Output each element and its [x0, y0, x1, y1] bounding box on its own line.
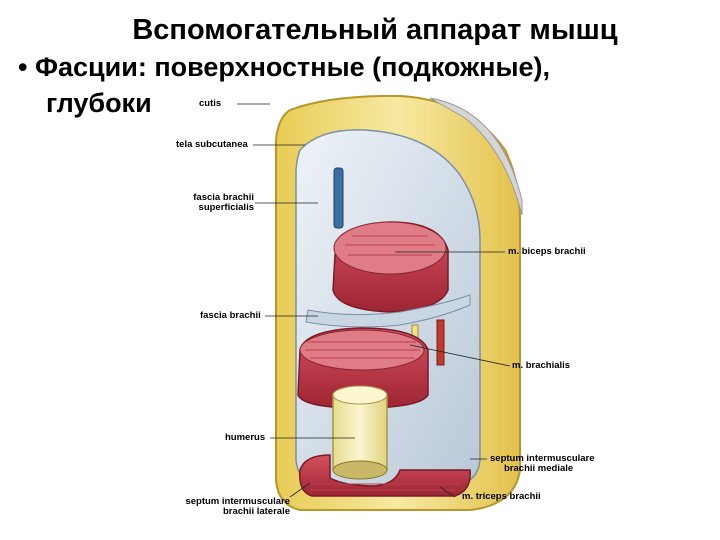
- label-fascia-brachii: fascia brachii: [200, 310, 261, 321]
- bullet-marker: •: [18, 52, 28, 82]
- label-tela-subcutanea: tela subcutanea: [176, 139, 248, 150]
- label-cutis: cutis: [199, 98, 222, 109]
- brachialis-muscle: [297, 327, 429, 409]
- superficial-vessel: [333, 167, 344, 229]
- bullet-text-line2: глубоки: [46, 88, 152, 118]
- skin-surface: [429, 97, 523, 216]
- slide-title: Вспомогательный аппарат мышц: [132, 14, 618, 46]
- vessel-red: [436, 319, 445, 366]
- label-fascia-superficialis-1: fascia brachii: [193, 192, 254, 203]
- leader-lines: [237, 103, 511, 498]
- humerus-bone: [332, 385, 388, 480]
- label-septum-laterale-2: brachii laterale: [222, 506, 290, 517]
- label-triceps: m. triceps brachii: [462, 491, 541, 502]
- label-biceps: m. biceps brachii: [508, 246, 586, 257]
- label-brachialis: m. brachialis: [512, 360, 571, 371]
- label-humerus: humerus: [225, 432, 266, 443]
- label-septum-mediale-2: brachii mediale: [504, 463, 574, 474]
- label-fascia-superficialis-2: superficialis: [198, 202, 254, 213]
- bullet-line: • Фасции: поверхностные (подкожные),: [18, 52, 550, 83]
- triceps-muscle: [299, 454, 471, 497]
- bullet-term: Фасции:: [34, 52, 147, 82]
- bullet-text: поверхностные (подкожные),: [154, 52, 551, 82]
- biceps-muscle: [332, 221, 449, 313]
- label-septum-mediale-1: septum intermusculare: [490, 453, 595, 464]
- label-septum-laterale-1: septum intermusculare: [185, 496, 290, 507]
- fascia-septum: [305, 294, 471, 328]
